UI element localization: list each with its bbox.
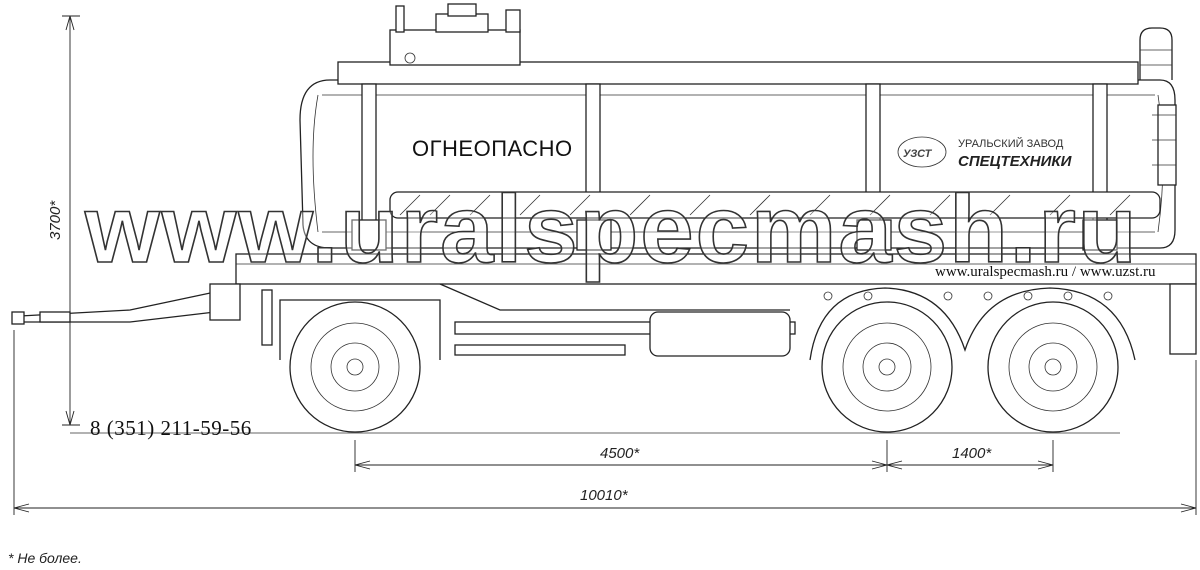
footnote: * Не более. <box>8 550 82 566</box>
warning-label: ОГНЕОПАСНО <box>412 136 573 161</box>
dimension-height <box>62 15 80 426</box>
wheel-rear-1 <box>821 301 953 433</box>
drawbar <box>11 283 273 346</box>
dimension-wheelbase-label: 4500* <box>600 445 640 462</box>
websites: www.uralspecmash.ru / www.uzst.ru <box>935 264 1156 280</box>
phone-number: 8 (351) 211-59-56 <box>90 416 252 440</box>
dimension-height-label: 3700* <box>47 200 64 240</box>
chassis-frame <box>235 253 1197 357</box>
fenders <box>279 287 1136 361</box>
brand-logo: УЗСТ УРАЛЬСКИЙ ЗАВОД СПЕЦТЕХНИКИ <box>897 136 1073 170</box>
dimension-overall-length-label: 10010* <box>580 487 629 504</box>
brand-logo-text: УЗСТ <box>903 148 933 160</box>
wheel-front <box>289 301 421 433</box>
brand-line1: УРАЛЬСКИЙ ЗАВОД <box>958 137 1064 150</box>
tank-brackets <box>351 219 1118 251</box>
wheel-rear-2 <box>987 301 1119 433</box>
dimension-wheelbase <box>354 440 1054 472</box>
rear-ladder <box>1139 27 1177 186</box>
manhole-dome <box>389 3 521 66</box>
dimension-axle-spacing-label: 1400* <box>952 445 992 462</box>
watermark: www.uralspecmash.ru <box>84 176 1138 283</box>
dimension-overall-length <box>13 330 1197 515</box>
brand-line2: СПЕЦТЕХНИКИ <box>958 153 1073 170</box>
side-tube <box>389 191 1161 219</box>
